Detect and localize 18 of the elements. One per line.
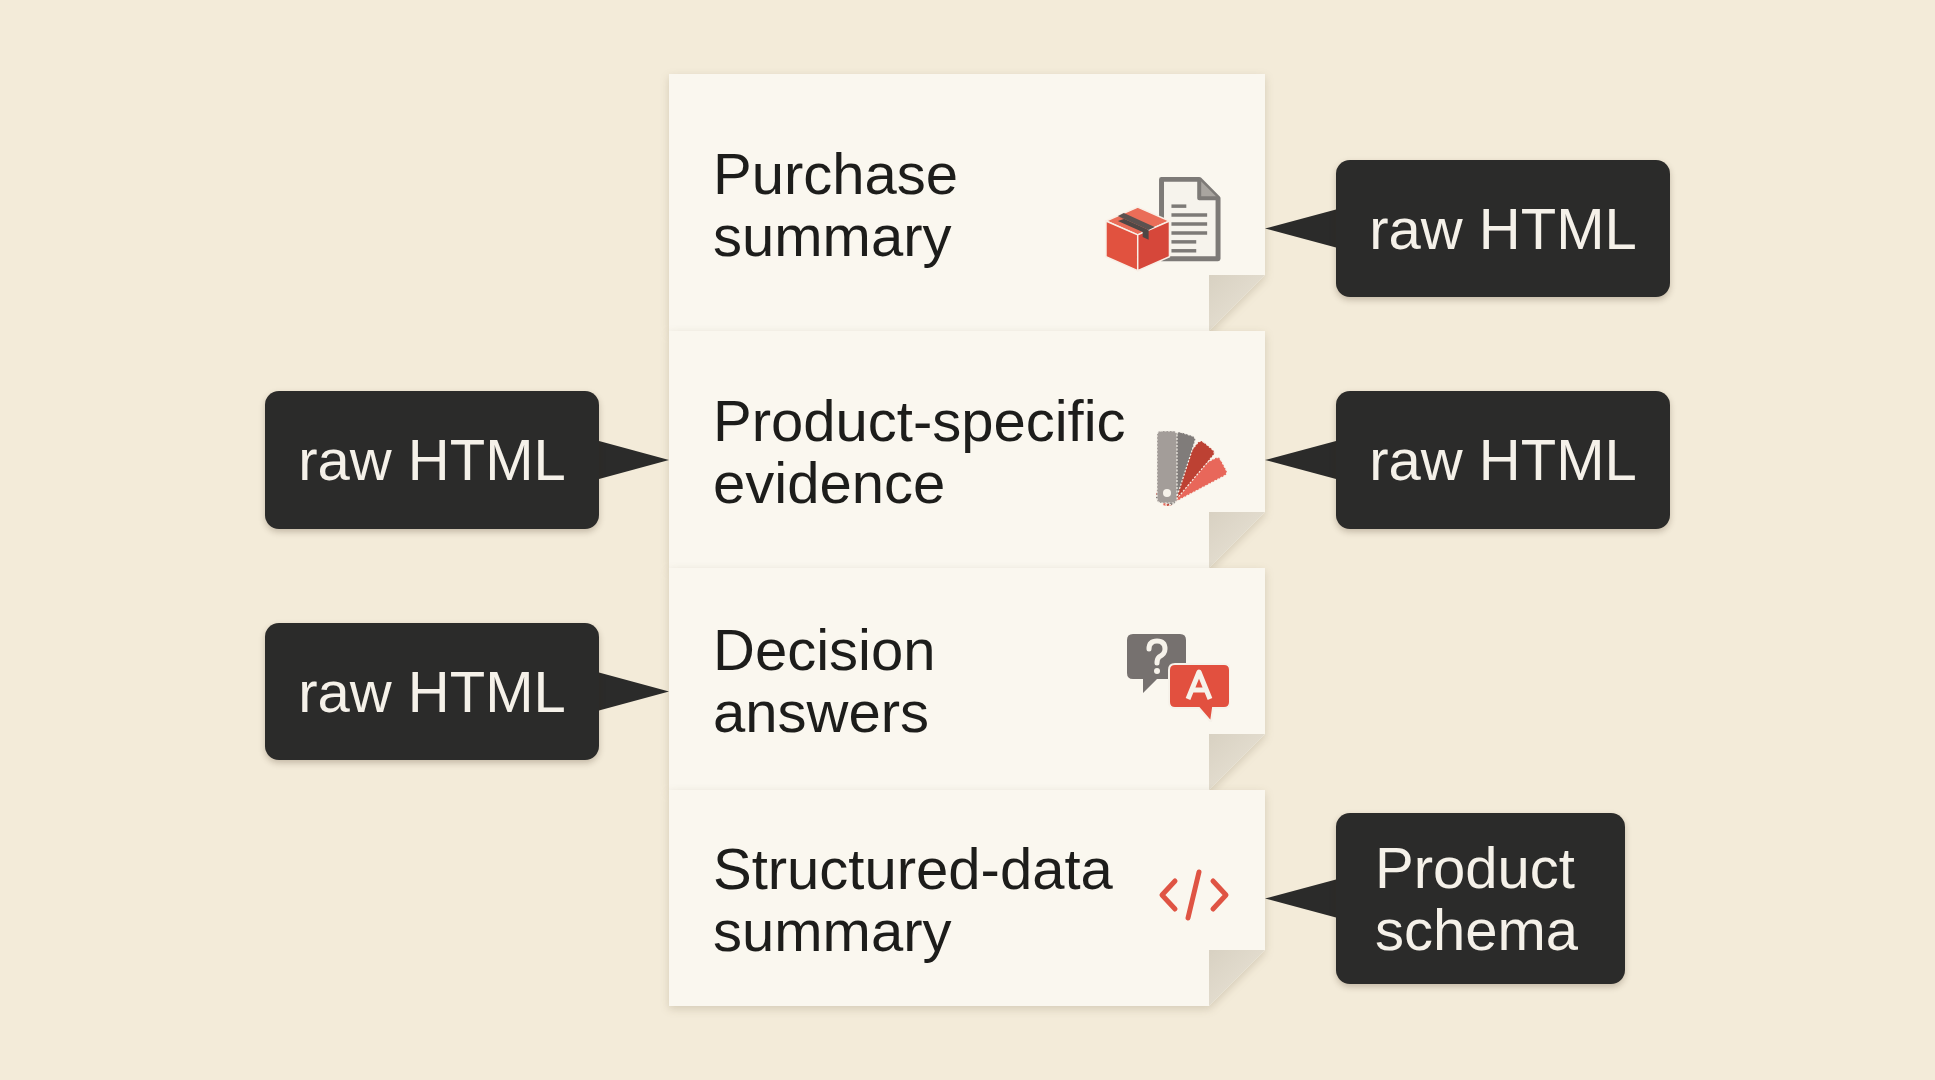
card-title: Structured-data summary [713,838,1114,962]
callout-pointer [599,441,669,479]
speech-bubble: raw HTML [265,623,599,760]
card-title: Purchase summary [713,143,960,267]
card-title: Decision answers [713,619,937,743]
paper-card [669,331,1265,568]
paper-card [669,568,1265,790]
speech-bubble: raw HTML [1336,391,1670,529]
card-title: Product-specific evidence [713,390,1127,514]
callout-pointer [1265,441,1336,479]
paper-card [669,790,1265,1006]
speech-bubble: raw HTML [1336,160,1670,297]
paper-card [669,74,1265,331]
speech-bubble: raw HTML [265,391,599,529]
callout-pointer [1265,209,1336,248]
callout-pointer [599,672,669,711]
speech-bubble: Product schema [1336,813,1625,984]
callout-pointer [1265,879,1336,918]
